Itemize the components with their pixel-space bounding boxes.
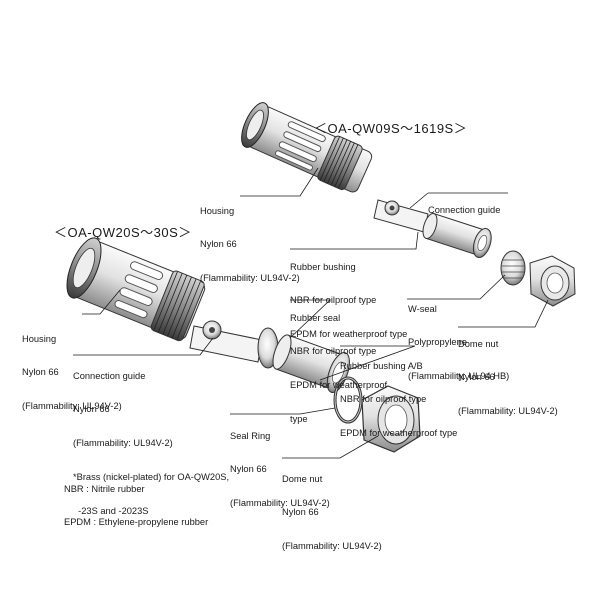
large-assembly <box>66 237 421 453</box>
abbreviation-legend: NBR : Nitrile rubber EPDM : Ethylene-pro… <box>64 461 208 540</box>
label-large-rubber-bushing-ab: Rubber bushing A/B NBR for oilproof type… <box>340 360 458 439</box>
label-large-seal-ring: Seal Ring Nylon 66 (Flammability: UL94V-… <box>230 430 330 509</box>
small-w-seal <box>500 250 526 286</box>
label-small-dome-nut: Dome nut Nylon 66 (Flammability: UL94V-2… <box>458 338 558 417</box>
label-large-rubber-seal: Rubber seal NBR for oilproof type EPDM f… <box>290 312 388 425</box>
model-title-large: ＜OA-QW20S～30S＞ <box>54 225 192 240</box>
small-housing <box>241 102 373 193</box>
large-connection-guide <box>189 320 263 363</box>
label-small-housing: Housing Nylon 66 (Flammability: UL94V-2) <box>200 205 300 284</box>
leader-lines <box>73 167 549 459</box>
small-connection-guide <box>373 199 429 233</box>
small-rubber-bushing <box>422 212 492 258</box>
small-assembly <box>241 102 576 307</box>
label-small-w-seal: W-seal Polypropylene (Flammability: UL94… <box>408 303 510 382</box>
large-seal-ring <box>333 376 363 424</box>
legend-epdm: EPDM : Ethylene-propylene rubber <box>64 517 209 528</box>
label-small-rubber-bushing: Rubber bushing NBR for oilproof type EPD… <box>290 261 408 340</box>
label-large-housing: Housing Nylon 66 (Flammability: UL94V-2) <box>22 333 122 412</box>
legend-nbr: NBR : Nitrile rubber <box>64 483 145 494</box>
label-large-dome-nut: Dome nut Nylon 66 (Flammability: UL94V-2… <box>282 473 382 552</box>
label-small-connection-guide: Connection guide <box>428 204 501 215</box>
label-large-connection-guide: Connection guide Nylon 66 (Flammability:… <box>73 370 230 517</box>
large-housing <box>66 237 206 342</box>
small-dome-nut <box>529 255 576 307</box>
model-title-small: ＜OA-QW09S～1619S＞ <box>314 121 468 136</box>
large-dome-nut <box>361 385 421 453</box>
large-rubber-bushing-ab <box>272 334 350 393</box>
